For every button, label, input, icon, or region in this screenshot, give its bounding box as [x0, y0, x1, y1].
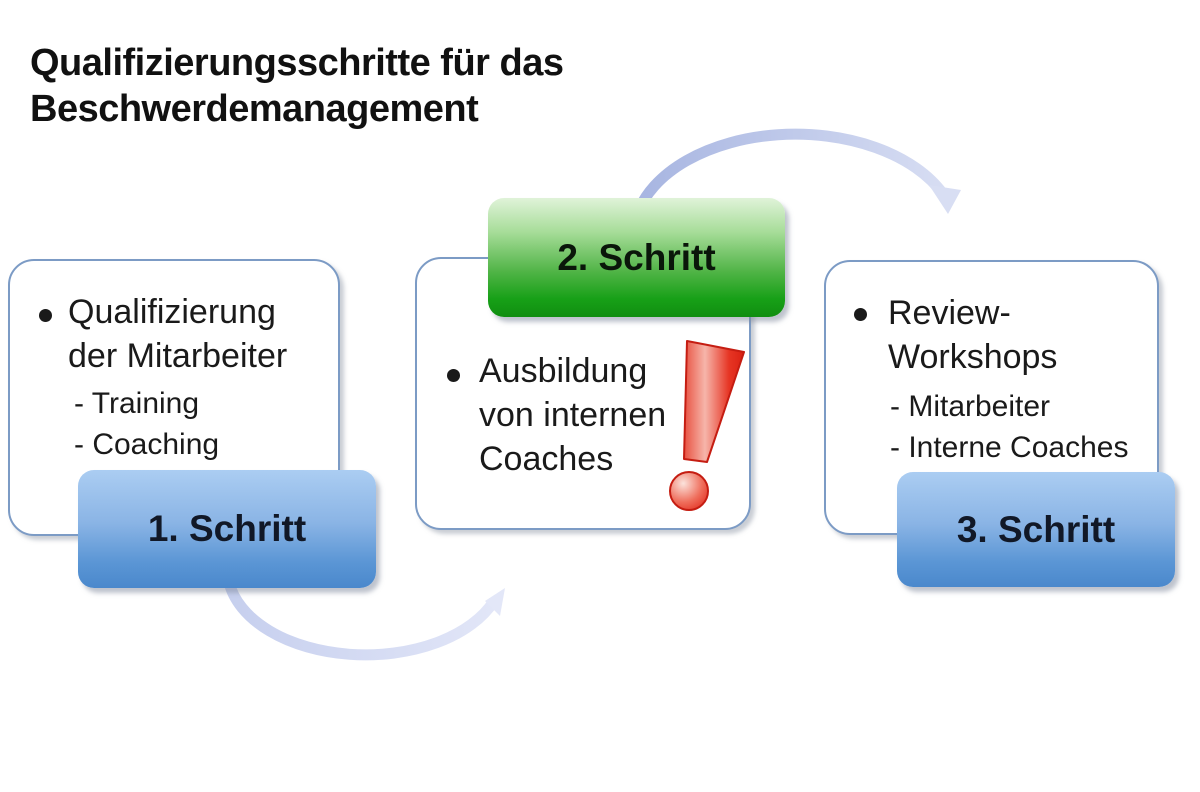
step1-sub-item: - Coaching [74, 428, 220, 461]
step3-badge: 3. Schritt [897, 472, 1175, 587]
bullet-icon [447, 369, 460, 382]
step3-sub-item: - Interne Coaches [890, 431, 1129, 464]
bullet-icon [39, 309, 52, 322]
step2-badge: 2. Schritt [488, 198, 785, 317]
page-title: Qualifizierungsschritte für das Beschwer… [30, 42, 564, 131]
step3-main-item: Review-Workshops [888, 294, 1058, 376]
arrow-step1-to-step2-icon [223, 580, 505, 661]
step3-sub-list: - Mitarbeiter - Interne Coaches [890, 386, 1128, 468]
step1-badge: 1. Schritt [78, 470, 376, 588]
step1-sub-item: - Training [74, 387, 200, 420]
arrow-step2-to-step3-icon [631, 128, 961, 217]
step1-main-item: Qualifizierung der Mitarbeiter [68, 293, 288, 375]
step2-badge-label: 2. Schritt [557, 236, 716, 278]
step1-badge-label: 1. Schritt [147, 508, 307, 549]
bullet-icon [854, 308, 867, 321]
exclamation-mark-icon [669, 340, 745, 511]
step3-badge-label: 3. Schritt [956, 508, 1116, 550]
step2-main-item: Ausbildung von internen Coaches [479, 352, 667, 478]
step3-sub-item: - Mitarbeiter [890, 390, 1051, 423]
step1-sub-list: - Training - Coaching [74, 383, 219, 465]
